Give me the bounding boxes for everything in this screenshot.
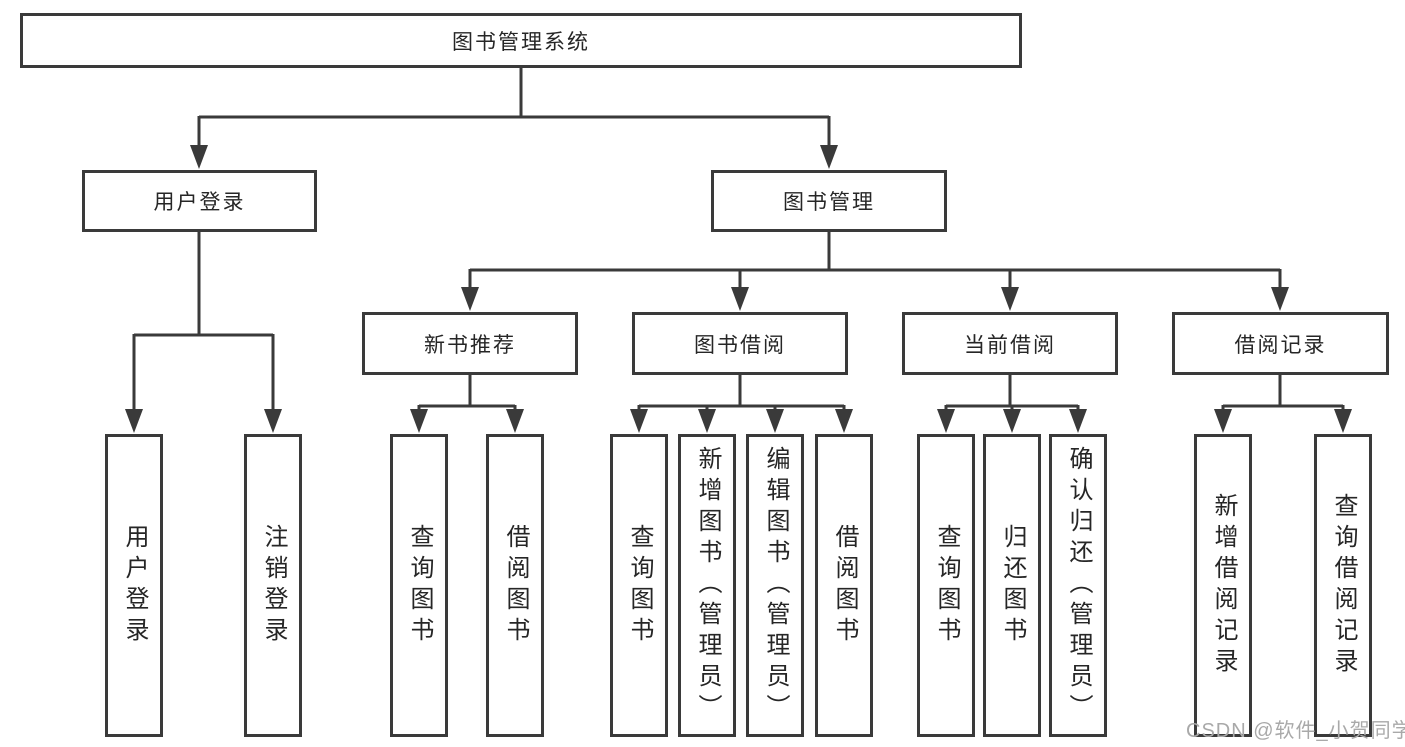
leaf-label: 新增图书（管理员） <box>694 446 721 725</box>
node-borrowing-records: 借阅记录 <box>1172 312 1389 375</box>
leaf-label: 归还图书 <box>999 523 1026 648</box>
leaf-label: 查询图书 <box>626 523 653 648</box>
leaf-label: 新增借阅记录 <box>1210 492 1237 679</box>
leaf-recommend-query-books: 查询图书 <box>390 434 448 737</box>
csdn-watermark: CSDN @软件_小贺同学 <box>1186 720 1405 742</box>
leaf-borrowing-query-books: 查询图书 <box>610 434 668 737</box>
leaf-label: 借阅图书 <box>831 523 858 648</box>
leaf-label: 查询借阅记录 <box>1330 492 1357 679</box>
leaf-recommend-borrow-books: 借阅图书 <box>486 434 544 737</box>
arrowheads <box>125 145 1352 433</box>
node-book-management: 图书管理 <box>711 170 947 232</box>
leaf-label: 查询图书 <box>406 523 433 648</box>
node-label: 借阅记录 <box>1234 333 1327 357</box>
leaf-confirm-return-admin: 确认归还（管理员） <box>1049 434 1107 737</box>
leaf-logout: 注销登录 <box>244 434 302 737</box>
leaf-add-book-admin: 新增图书（管理员） <box>678 434 736 737</box>
node-library-management-system: 图书管理系统 <box>20 13 1022 68</box>
leaf-label: 用户登录 <box>121 523 148 648</box>
leaf-return-books: 归还图书 <box>983 434 1041 737</box>
node-new-book-recommendation: 新书推荐 <box>362 312 578 375</box>
node-label: 图书借阅 <box>694 333 786 357</box>
node-book-borrowing: 图书借阅 <box>632 312 848 375</box>
connector-stroke <box>132 68 1345 411</box>
leaf-edit-book-admin: 编辑图书（管理员） <box>746 434 804 737</box>
node-label: 用户登录 <box>153 191 246 214</box>
node-label: 图书管理 <box>783 191 875 214</box>
leaf-borrowing-borrow-books: 借阅图书 <box>815 434 873 737</box>
node-user-login: 用户登录 <box>82 170 317 232</box>
node-label: 当前借阅 <box>964 333 1056 357</box>
leaf-label: 查询图书 <box>933 523 960 648</box>
leaf-user-login: 用户登录 <box>105 434 163 737</box>
leaf-add-borrow-record: 新增借阅记录 <box>1194 434 1252 737</box>
leaf-label: 编辑图书（管理员） <box>762 446 789 725</box>
leaf-label: 注销登录 <box>260 523 287 648</box>
leaf-current-query-books: 查询图书 <box>917 434 975 737</box>
node-label: 图书管理系统 <box>452 30 590 54</box>
leaf-label: 借阅图书 <box>502 523 529 648</box>
leaf-label: 确认归还（管理员） <box>1065 446 1092 725</box>
node-label: 新书推荐 <box>424 333 516 357</box>
leaf-query-borrow-record: 查询借阅记录 <box>1314 434 1372 737</box>
node-current-borrowing: 当前借阅 <box>902 312 1118 375</box>
